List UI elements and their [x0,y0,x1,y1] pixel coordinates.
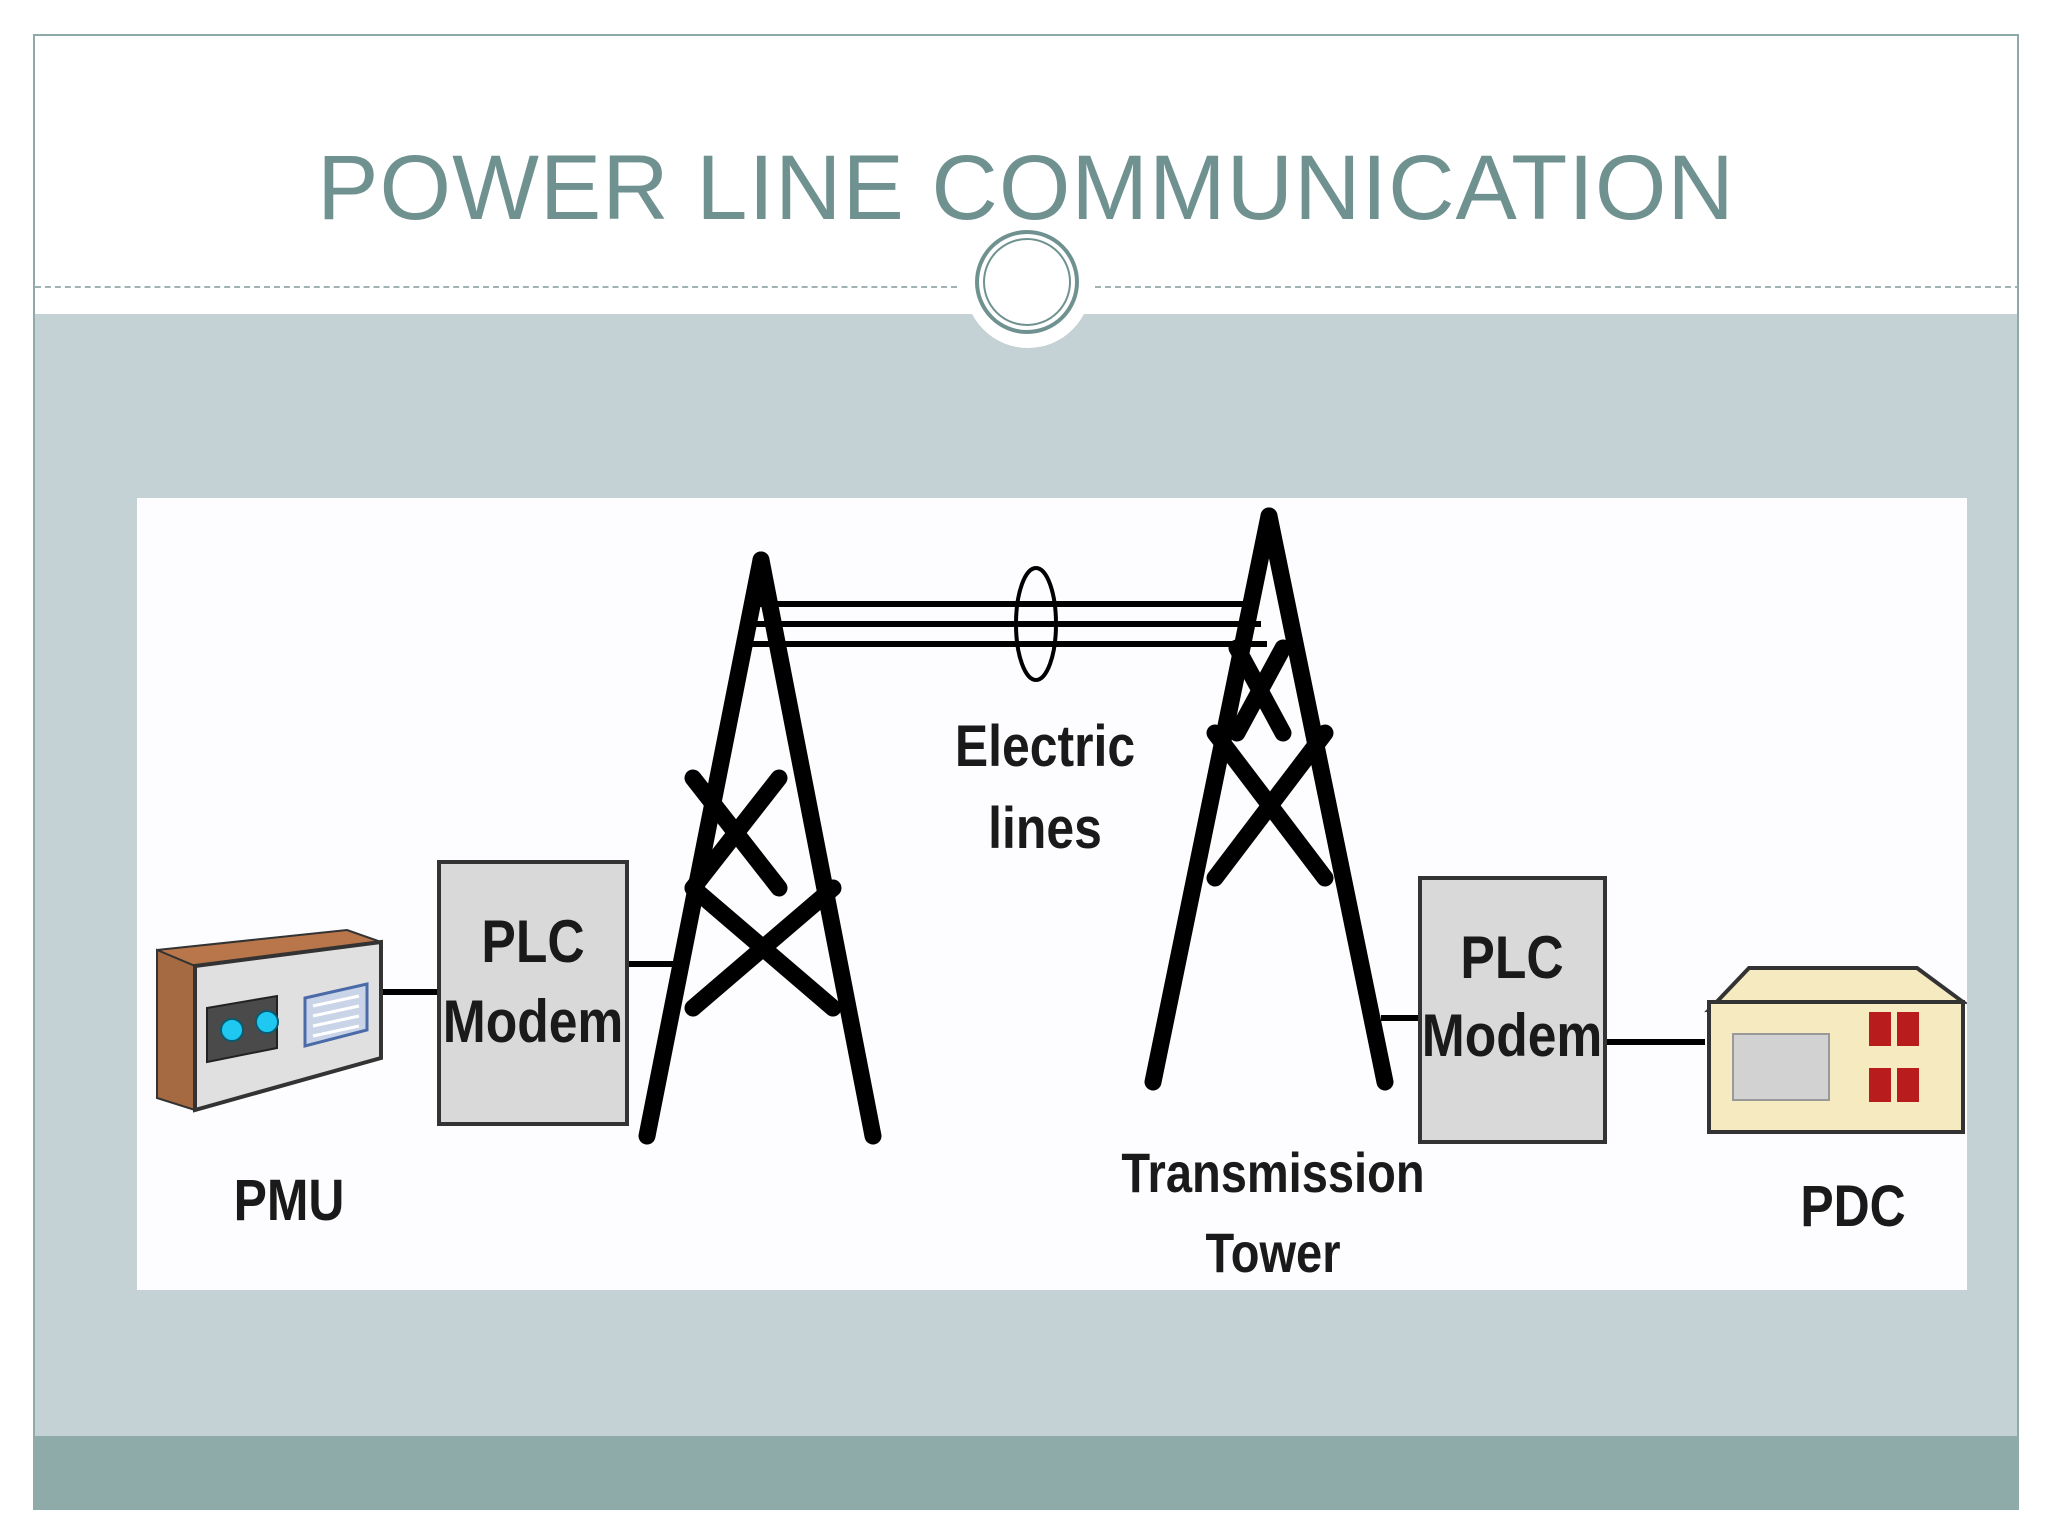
slide: POWER LINE COMMUNICATION [33,34,2019,1510]
label-pmu: PMU [234,1169,345,1233]
pmu-light-icon [220,1018,244,1042]
plc-diagram: PLC Modem Electric lines PLC Modem PMU T… [137,498,1967,1290]
plc-diagram-svg: PLC Modem Electric lines PLC Modem PMU T… [156,507,1967,1284]
label-pdc: PDC [1800,1175,1905,1239]
plc-modem-left [437,860,629,1126]
pdc-button-icon [1869,1012,1891,1046]
pdc-button-icon [1897,1068,1919,1102]
electric-lines-marker [1014,566,1058,682]
pdc-device-icon [1704,966,1967,1134]
plc-modem-right [1418,876,1607,1144]
transmission-tower-icon [1144,507,1394,1091]
header-divider-left [35,286,957,288]
label-tower-line1: Transmission [1121,1141,1424,1204]
label-plc-left-line1: PLC [481,907,584,975]
label-electric-line1: Electric [955,715,1135,779]
label-plc-right-line1: PLC [1460,923,1563,991]
footer-band [35,1436,2017,1508]
label-plc-left-line2: Modem [443,987,624,1055]
double-circle-ornament-icon [975,230,1079,334]
label-tower-line2: Tower [1205,1221,1340,1284]
pmu-light-icon [255,1010,279,1034]
transmission-tower-icon [638,551,882,1145]
connection-wires [381,961,1705,1045]
pdc-button-icon [1869,1068,1891,1102]
label-electric-line2: lines [988,797,1102,861]
electric-lines [743,601,1267,647]
header-divider-right [1095,286,2017,288]
pdc-button-icon [1897,1012,1919,1046]
label-plc-right-line2: Modem [1422,1001,1603,1069]
pmu-device-icon [156,928,383,1113]
